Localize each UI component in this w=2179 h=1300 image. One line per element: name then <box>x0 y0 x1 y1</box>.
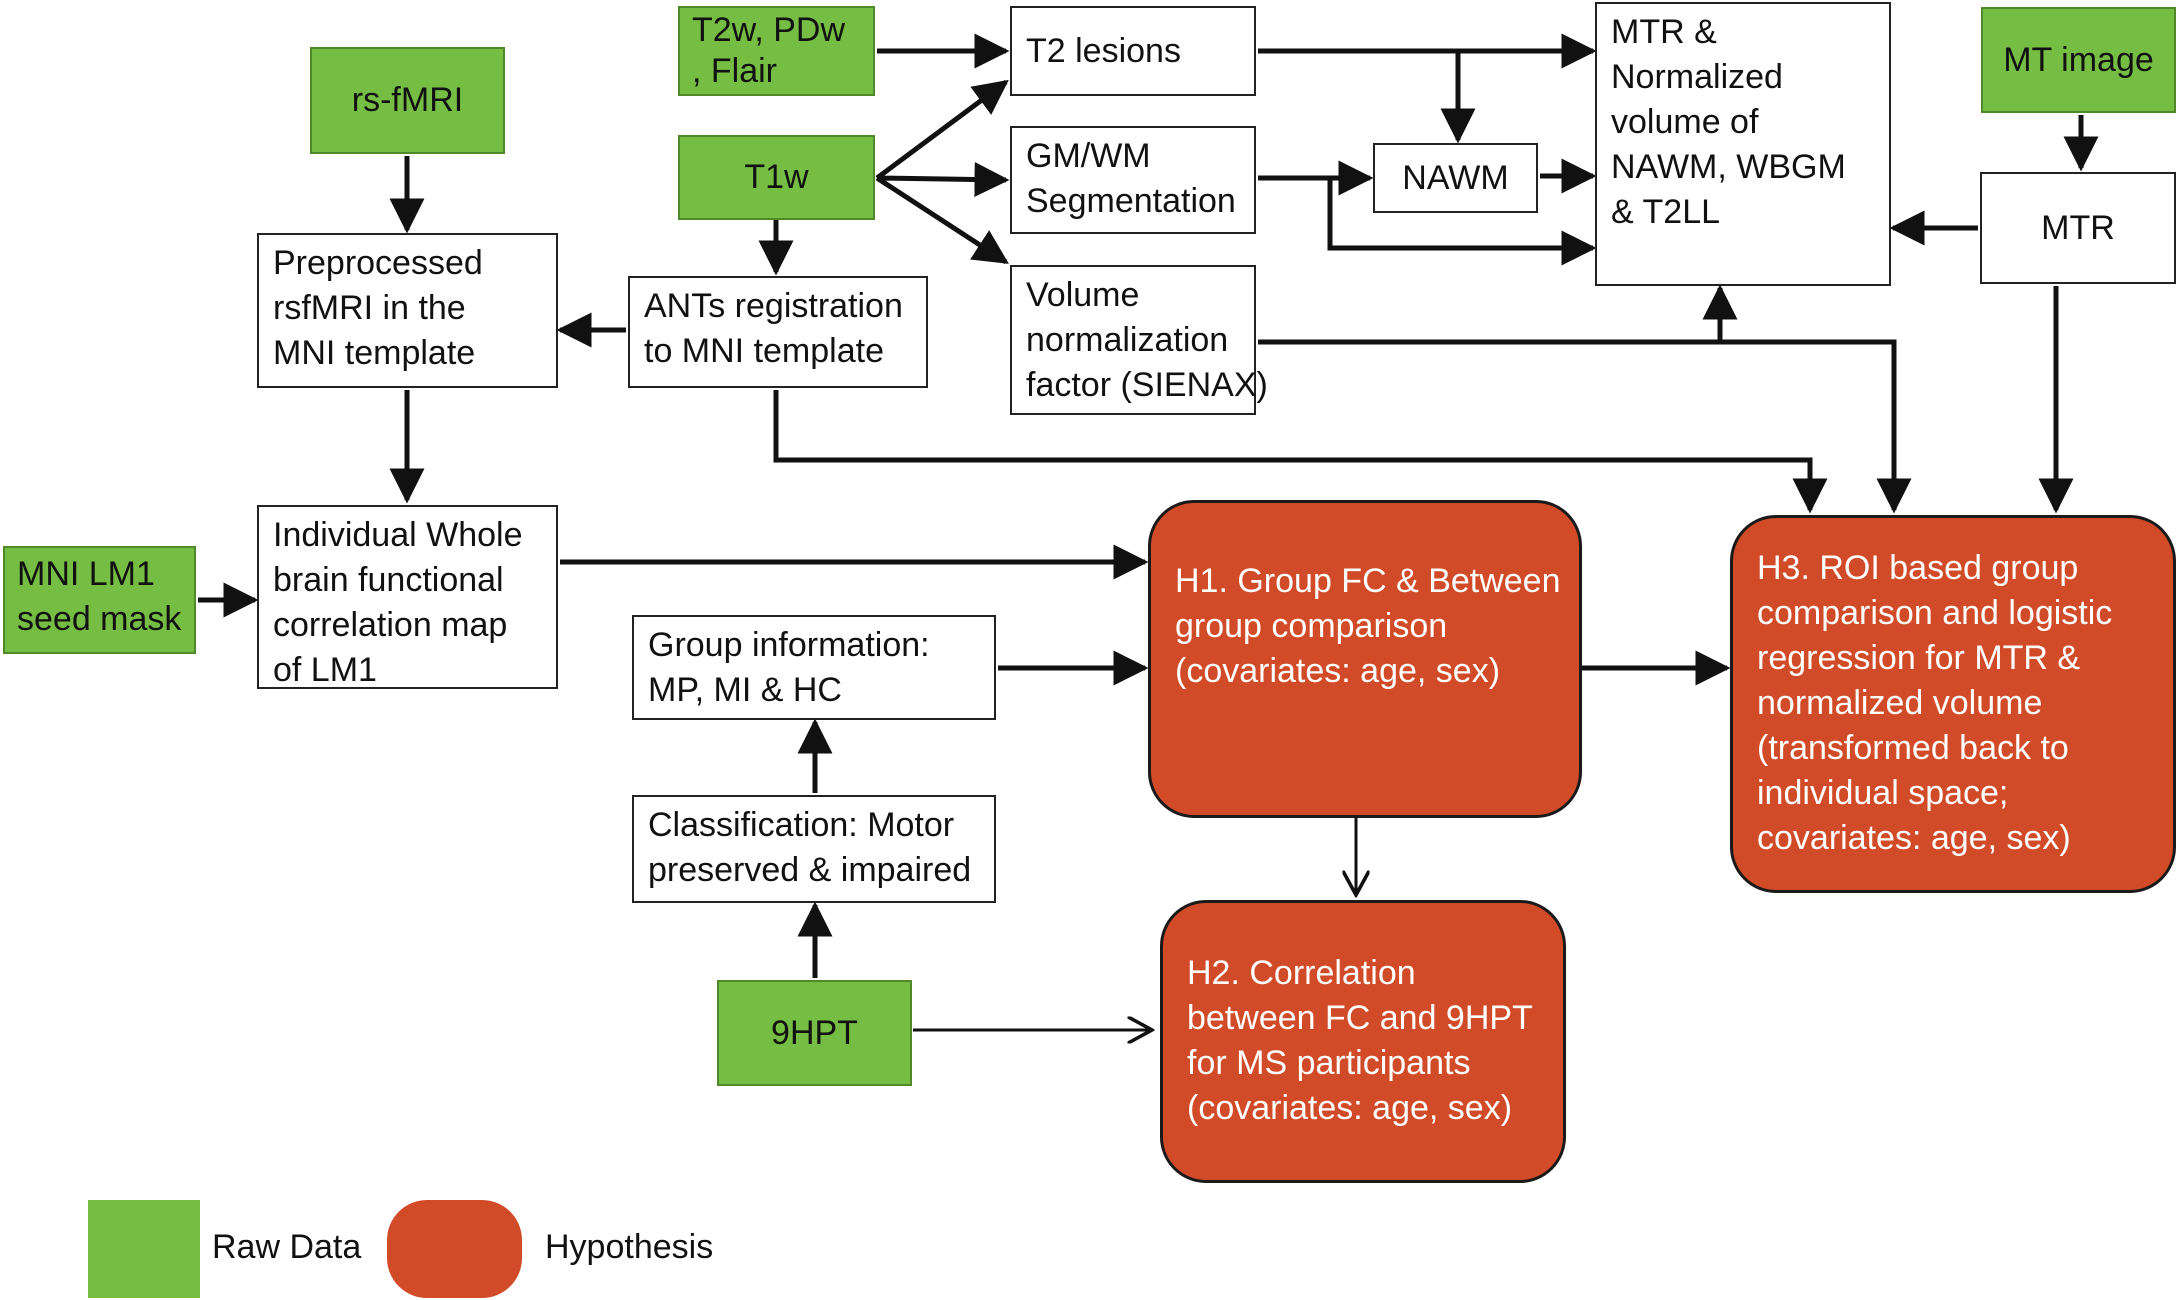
node-text: of LM1 <box>273 651 377 689</box>
node-text: Segmentation <box>1026 182 1236 220</box>
node-rs-fmri: rs-fMRI <box>310 47 505 154</box>
node-text: Classification: Motor <box>648 806 955 844</box>
node-text: 9HPT <box>771 1013 858 1052</box>
node-text: , Flair <box>692 52 777 90</box>
node-text: comparison and logistic <box>1757 594 2113 632</box>
edge-t1w-t2lesions <box>875 79 1009 181</box>
node-t1w: T1w <box>678 135 875 220</box>
node-text: Individual Whole <box>273 516 523 554</box>
node-text: normalization <box>1026 321 1229 359</box>
edge-t1w-volnorm <box>875 175 1009 265</box>
legend-hypothesis-swatch <box>387 1200 522 1298</box>
node-text: factor (SIENAX) <box>1026 366 1268 404</box>
node-text: & T2LL <box>1611 193 1721 231</box>
node-text: H3. ROI based group <box>1757 549 2079 587</box>
edge-gmwm-mtrnorm <box>1327 178 1597 266</box>
node-text: for MS participants <box>1187 1044 1471 1082</box>
node-text: ANTs registration <box>644 287 903 325</box>
node-text: rsfMRI in the <box>273 289 466 327</box>
node-text: individual space; <box>1757 774 2009 812</box>
node-text: NAWM, WBGM <box>1611 148 1846 186</box>
node-text: H2. Correlation <box>1187 954 1416 992</box>
node-t2-lesions: T2 lesions <box>1010 6 1256 96</box>
node-volume-normalization: Volume normalization factor (SIENAX) <box>1010 265 1268 415</box>
legend-raw-label: Raw Data <box>212 1228 362 1266</box>
legend-raw-swatch <box>88 1200 200 1298</box>
node-text: NAWM <box>1402 158 1509 197</box>
node-text: MTR & <box>1611 13 1717 51</box>
node-whole-brain-correlation-map: Individual Whole brain functional correl… <box>257 505 558 689</box>
node-ants-registration: ANTs registration to MNI template <box>628 276 928 388</box>
node-text: rs-fMRI <box>351 81 464 119</box>
node-text: MNI template <box>273 334 476 372</box>
node-text: brain functional <box>273 561 504 599</box>
node-text: covariates: age, sex) <box>1757 819 2071 857</box>
node-text: to MNI template <box>644 332 884 370</box>
node-mtr: MTR <box>1980 172 2176 284</box>
edge-t1w-gmwm <box>876 162 1010 198</box>
node-gm-wm-segmentation: GM/WM Segmentation <box>1010 126 1256 234</box>
node-text: regression for MTR & <box>1757 639 2081 677</box>
node-group-information: Group information: MP, MI & HC <box>632 615 996 720</box>
node-text: normalized volume <box>1757 684 2043 722</box>
node-classification: Classification: Motor preserved & impair… <box>632 795 996 903</box>
node-text: MT image <box>2003 40 2154 79</box>
node-text: volume of <box>1611 103 1759 141</box>
node-9hpt: 9HPT <box>717 980 912 1086</box>
edge-volnorm-h3 <box>1258 339 1912 514</box>
node-preprocessed-rsfmri: Preprocessed rsfMRI in the MNI template <box>257 233 558 388</box>
node-text: H1. Group FC & Between <box>1175 562 1561 600</box>
node-mt-image: MT image <box>1981 7 2176 113</box>
node-text: (covariates: age, sex) <box>1175 652 1501 690</box>
node-h3-roi-group-comparison: H3. ROI based group comparison and logis… <box>1730 515 2176 893</box>
node-text: group comparison <box>1175 607 1448 645</box>
node-text: correlation map <box>273 606 508 644</box>
node-text: T1w <box>744 158 809 196</box>
node-text: (transformed back to <box>1757 729 2069 767</box>
node-text: seed mask <box>17 600 182 638</box>
edge-ants-h3 <box>773 390 1828 514</box>
legend-hypothesis-label: Hypothesis <box>545 1228 714 1266</box>
node-text: GM/WM <box>1026 137 1151 175</box>
node-mni-lm1-seed-mask: MNI LM1 seed mask <box>3 546 196 654</box>
node-text: T2 lesions <box>1026 31 1181 70</box>
node-text: MNI LM1 <box>17 555 155 593</box>
node-text: preserved & impaired <box>648 851 972 889</box>
node-text: Normalized <box>1611 58 1783 96</box>
node-t2w-pdw-flair: T2w, PDw , Flair <box>678 6 875 96</box>
node-h1-group-fc: H1. Group FC & Between group comparison … <box>1148 500 1582 818</box>
node-text: T2w, PDw <box>692 11 846 49</box>
node-text: (covariates: age, sex) <box>1187 1089 1513 1127</box>
node-text: Preprocessed <box>273 244 483 282</box>
node-text: MP, MI & HC <box>648 671 842 709</box>
node-text: MTR <box>2041 208 2115 247</box>
node-nawm: NAWM <box>1373 143 1538 213</box>
node-text: between FC and 9HPT <box>1187 999 1533 1037</box>
node-text: Volume <box>1026 276 1140 314</box>
node-h2-correlation: H2. Correlation between FC and 9HPT for … <box>1160 900 1566 1183</box>
node-text: Group information: <box>648 626 930 664</box>
node-mtr-normalized-volume: MTR & Normalized volume of NAWM, WBGM & … <box>1595 2 1891 286</box>
